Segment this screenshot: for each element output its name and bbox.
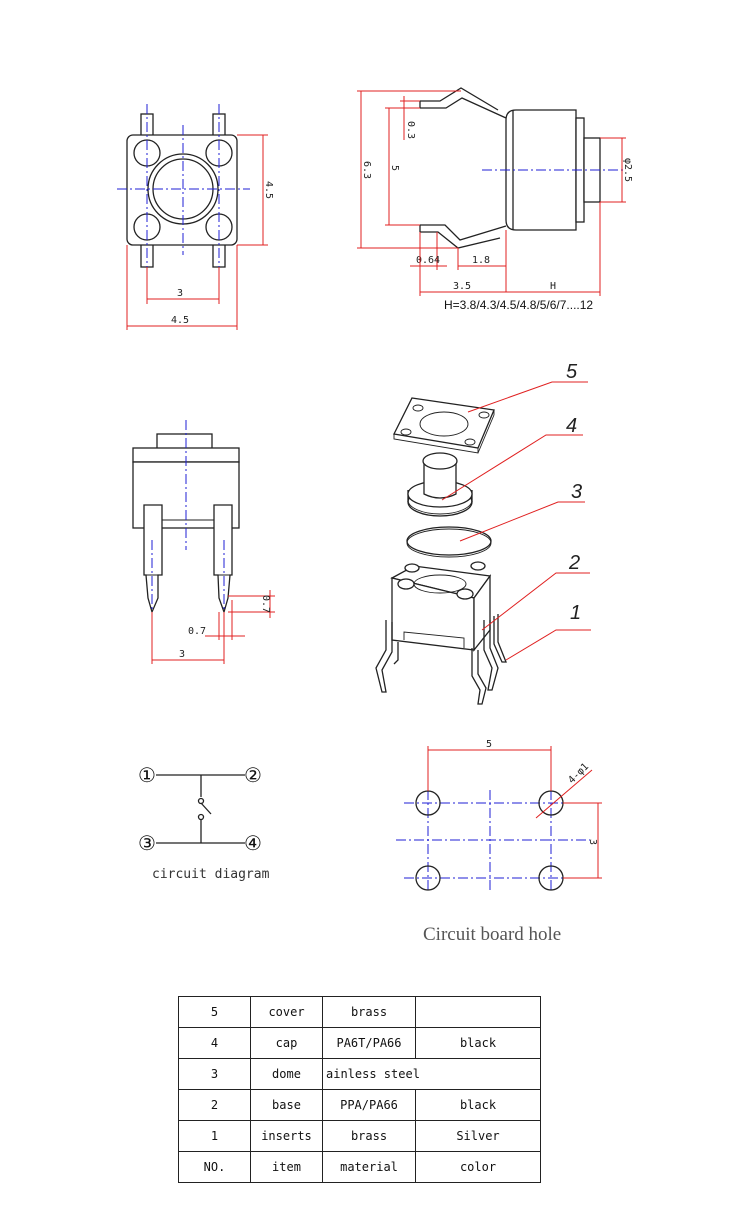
callout-2: 2 <box>568 552 580 574</box>
table-cell-no: 2 <box>178 1089 251 1121</box>
table-cell-material: PA6T/PA66 <box>322 1027 416 1059</box>
front-view: 0.7 0.7 3 <box>132 420 275 664</box>
table-cell-item: base <box>250 1089 323 1121</box>
circuit-diagram: ① ② ③ ④ circuit diagram <box>138 765 270 882</box>
dim-top-pin-pitch: 3 <box>177 288 183 299</box>
table-cell-material: brass <box>322 996 416 1028</box>
terminal-2: ② <box>244 765 262 787</box>
table-row: 1 inserts brass Silver <box>178 1120 541 1152</box>
dim-front-tip-length: 0.7 <box>260 595 271 613</box>
board-hole-caption: Circuit board hole <box>423 924 561 945</box>
table-row: 2 base PPA/PA66 black <box>178 1089 541 1121</box>
header-material: material <box>322 1151 416 1183</box>
table-header-row: NO. item material color <box>178 1151 541 1183</box>
height-options-note: H=3.8/4.3/4.5/4.8/5/6/7....12 <box>444 298 593 312</box>
table-cell-no: 5 <box>178 996 251 1028</box>
table-cell-item: cover <box>250 996 323 1028</box>
table-row: 5 cover brass <box>178 996 541 1028</box>
table-cell-item: inserts <box>250 1120 323 1152</box>
table-cell-no: 4 <box>178 1027 251 1059</box>
dim-hole-pitch-x: 5 <box>486 739 492 750</box>
terminal-1: ① <box>138 765 156 787</box>
table-cell-no: 3 <box>178 1058 251 1090</box>
dim-top-height: 4.5 <box>263 181 274 199</box>
part-dome <box>406 526 492 558</box>
callout-1: 1 <box>570 602 581 624</box>
table-cell-material: brass <box>322 1120 416 1152</box>
table-cell-item: dome <box>250 1058 323 1090</box>
table-cell-color: black <box>415 1089 541 1121</box>
part-cover <box>393 397 495 454</box>
table-cell-no: 1 <box>178 1120 251 1152</box>
part-base <box>390 561 492 652</box>
header-item: item <box>250 1151 323 1183</box>
exploded-view: 5 4 3 2 1 <box>375 361 591 705</box>
dim-side-lead-offset: 1.8 <box>472 255 490 266</box>
callout-4: 4 <box>566 415 577 437</box>
table-cell-material: ainless steel <box>322 1058 541 1090</box>
dim-side-lead-width: 0.64 <box>416 255 440 266</box>
part-cap <box>407 452 473 517</box>
dim-front-pin-pitch: 3 <box>179 649 185 660</box>
dim-side-lead-span: 5 <box>389 165 400 171</box>
dim-hole-pitch-y: 3 <box>587 839 598 845</box>
bill-of-materials-table: 5 cover brass 4 cap PA6T/PA66 black 3 do… <box>178 996 541 1183</box>
top-view: 4.5 3 4.5 <box>117 104 274 330</box>
table-row: 4 cap PA6T/PA66 black <box>178 1027 541 1059</box>
terminal-3: ③ <box>138 833 156 855</box>
dim-side-plunger-diameter: φ2.5 <box>622 158 633 182</box>
table-cell-color: black <box>415 1027 541 1059</box>
side-view: 6.3 5 0.3 φ2.5 0.64 1.8 3.5 H H=3.8/4.3/… <box>357 87 633 312</box>
dim-side-height-h: H <box>550 281 556 292</box>
part-inserts <box>375 614 507 705</box>
table-cell-item: cap <box>250 1027 323 1059</box>
dim-front-lead-width: 0.7 <box>188 626 206 637</box>
dim-side-lead-thickness: 0.3 <box>405 121 416 139</box>
dim-top-width: 4.5 <box>171 315 189 326</box>
callout-3: 3 <box>571 481 582 503</box>
header-no: NO. <box>178 1151 251 1183</box>
dim-side-body-depth: 3.5 <box>453 281 471 292</box>
table-cell-material: PPA/PA66 <box>322 1089 416 1121</box>
dim-side-total-height: 6.3 <box>361 161 372 179</box>
table-cell-color: Silver <box>415 1120 541 1152</box>
header-color: color <box>415 1151 541 1183</box>
table-cell-color <box>415 996 541 1028</box>
table-row: 3 dome ainless steel <box>178 1058 541 1090</box>
board-hole-layout: 5 4-φ1 3 Circuit board hole <box>396 739 602 945</box>
terminal-4: ④ <box>244 833 262 855</box>
callout-5: 5 <box>566 361 578 383</box>
circuit-diagram-caption: circuit diagram <box>152 867 270 882</box>
